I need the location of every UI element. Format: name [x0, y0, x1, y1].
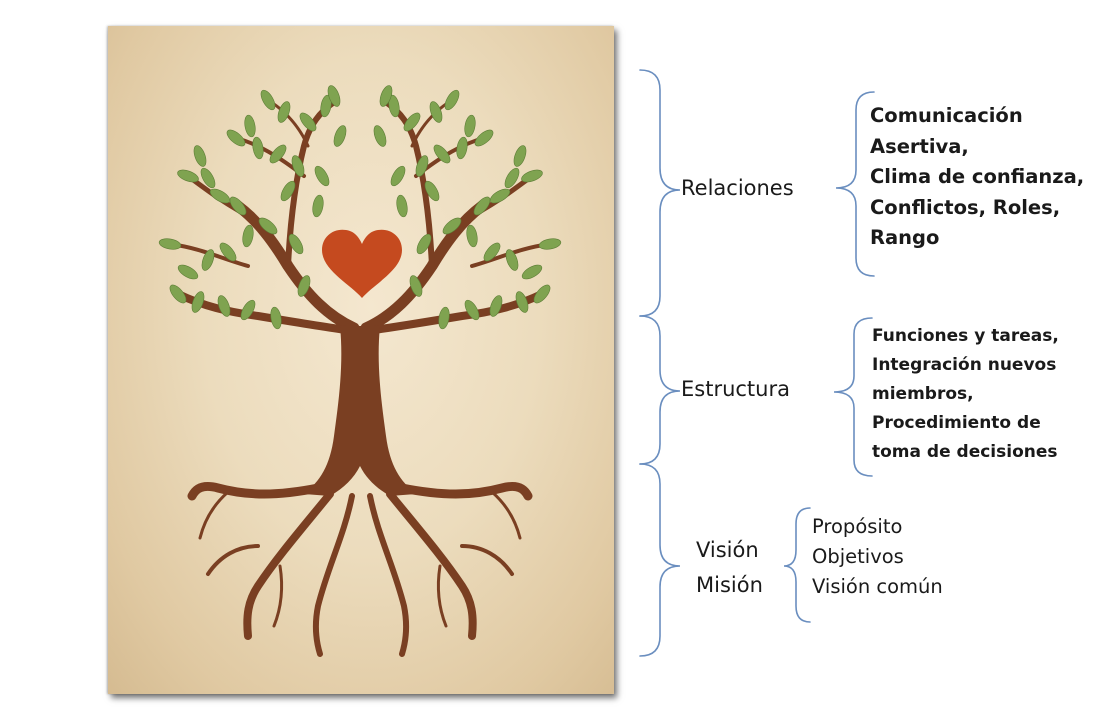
details-estructura: Funciones y tareas, Integración nuevos m…	[872, 322, 1059, 467]
detail-item: toma de decisiones	[872, 442, 1058, 462]
brace-relaciones-details	[835, 91, 875, 277]
detail-item: Asertiva,	[870, 134, 969, 158]
detail-item: Conflictos, Roles,	[870, 195, 1061, 219]
label-relaciones: Relaciones	[681, 176, 794, 200]
brace-vision-details	[783, 507, 811, 623]
details-relaciones: Comunicación Asertiva, Clima de confianz…	[870, 101, 1084, 254]
detail-item: Visión común	[812, 575, 943, 598]
brace-estructura-details	[833, 317, 873, 477]
heart-icon	[322, 229, 402, 298]
brace-vision	[639, 463, 681, 657]
detail-item: Comunicación	[870, 104, 1023, 127]
detail-item: Integración nuevos	[872, 355, 1057, 375]
brace-estructura	[639, 315, 681, 465]
detail-item: Objetivos	[812, 545, 904, 568]
tree-illustration	[108, 26, 614, 694]
brace-relaciones	[639, 69, 681, 317]
detail-item: Clima de confianza,	[870, 165, 1085, 188]
detail-item: Procedimiento de	[872, 413, 1041, 433]
label-vision-mision: Visión Misión	[696, 533, 763, 603]
detail-item: Propósito	[812, 515, 903, 538]
detail-item: Rango	[870, 226, 940, 249]
label-mision: Misión	[696, 573, 763, 597]
label-estructura: Estructura	[681, 377, 790, 401]
tree-drawing	[158, 85, 562, 657]
detail-item: Funciones y tareas,	[872, 326, 1059, 346]
details-vision-mision: Propósito Objetivos Visión común	[812, 512, 943, 602]
detail-item: miembros,	[872, 384, 974, 404]
label-vision: Visión	[696, 538, 759, 562]
